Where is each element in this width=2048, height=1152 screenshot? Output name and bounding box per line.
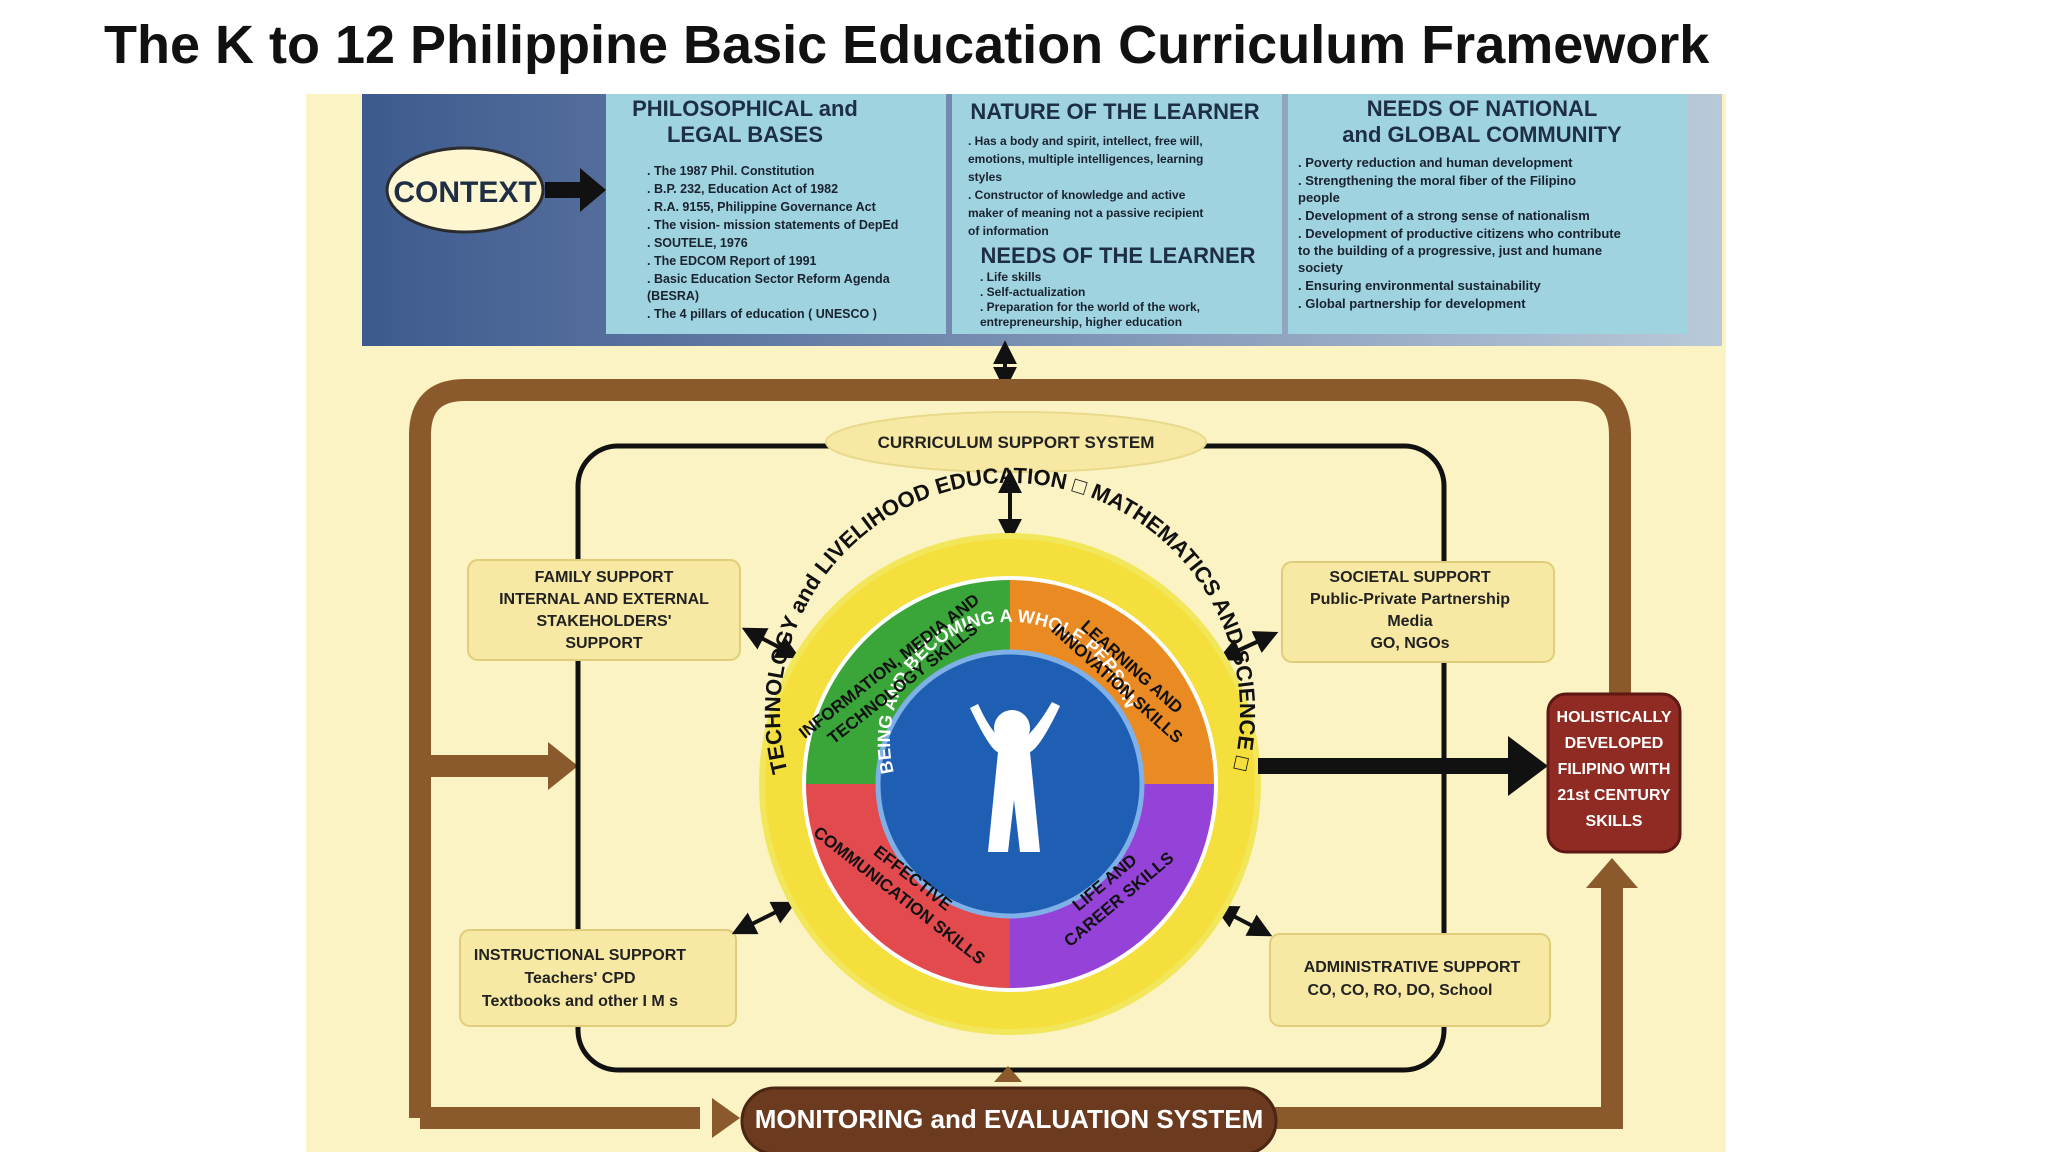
philosophical-item: . B.P. 232, Education Act of 1982 [647,182,838,196]
context-band: CONTEXT PHILOSOPHICAL and LEGAL BASES . … [362,94,1722,346]
page-title: The K to 12 Philippine Basic Education C… [104,15,1710,75]
context-label: CONTEXT [393,176,536,209]
outcome-line: DEVELOPED [1565,735,1664,752]
curriculum-support-label: CURRICULUM SUPPORT SYSTEM [878,433,1155,452]
monitoring-label: MONITORING and EVALUATION SYSTEM [755,1104,1263,1134]
nature-item: styles [968,170,1002,184]
family-line: SUPPORT [565,635,643,652]
instructional-arrow [731,901,797,935]
societal-arrow [1217,631,1279,661]
outcome-line: HOLISTICALLY [1557,709,1672,726]
national-item: . Poverty reduction and human developmen… [1298,155,1573,170]
philosophical-item: . Basic Education Sector Reform Agenda [647,272,891,286]
left-entry-arrowhead [548,742,578,790]
outcome-line: FILIPINO WITH [1558,761,1671,778]
nature-item: emotions, multiple intelligences, learni… [968,152,1203,166]
administrative-line: CO, CO, RO, DO, School [1308,982,1493,999]
needs-learner-item: . Self-actualization [980,285,1085,299]
nature-heading: NATURE OF THE LEARNER [970,99,1259,124]
societal-line: SOCIETAL SUPPORT [1329,569,1490,586]
philosophical-item: (BESRA) [647,289,699,303]
administrative-arrow [1213,905,1273,937]
national-needs-box [1288,94,1688,334]
philosophical-item: . The vision- mission statements of DepE… [647,218,898,232]
societal-line: Media [1387,613,1432,630]
outcome-line: 21st CENTURY [1557,787,1671,804]
monitoring-up-arrowhead [994,1066,1022,1082]
instructional-line: Teachers' CPD [524,970,635,987]
needs-learner-item: entrepreneurship, higher education [980,315,1182,329]
societal-line: GO, NGOs [1370,635,1449,652]
family-line: FAMILY SUPPORT [535,569,674,586]
monitoring-box: MONITORING and EVALUATION SYSTEM [740,1086,1278,1152]
national-item: society [1298,260,1344,275]
family-support-box: FAMILY SUPPORT INTERNAL AND EXTERNAL STA… [467,559,741,661]
outcome-box: HOLISTICALLY DEVELOPED FILIPINO WITH 21s… [1546,692,1682,854]
family-arrow [741,627,801,659]
needs-learner-heading: NEEDS OF THE LEARNER [980,243,1255,268]
philosophical-box [606,94,946,334]
philosophical-item: . R.A. 9155, Philippine Governance Act [647,200,877,214]
national-item: . Development of a strong sense of natio… [1298,208,1590,223]
national-heading-1: NEEDS OF NATIONAL [1367,96,1598,121]
instructional-line: Textbooks and other I M s [482,993,678,1010]
societal-support-box: SOCIETAL SUPPORT Public-Private Partners… [1281,561,1555,663]
societal-line: Public-Private Partnership [1310,591,1510,608]
nature-item: of information [968,224,1049,238]
instructional-support-box: INSTRUCTIONAL SUPPORT Teachers' CPD Text… [459,929,737,1027]
family-line: INTERNAL AND EXTERNAL [499,591,709,608]
philosophical-heading-1: PHILOSOPHICAL and [632,96,858,121]
philosophical-item: . SOUTELE, 1976 [647,236,748,250]
frame-up-arrowhead [1586,858,1638,888]
instructional-line: INSTRUCTIONAL SUPPORT [474,947,686,964]
administrative-support-box: ADMINISTRATIVE SUPPORT CO, CO, RO, DO, S… [1269,933,1551,1027]
nature-item: . Constructor of knowledge and active [968,188,1186,202]
feedback-loop-frame [409,379,1631,1118]
needs-learner-item: . Life skills [980,270,1042,284]
national-item: people [1298,190,1340,205]
frame-bottom-right [1270,880,1623,1129]
context-arrow [545,168,606,212]
needs-learner-item: . Preparation for the world of the work, [980,300,1200,314]
outcome-arrowhead [1508,736,1548,796]
philosophical-item: . The 1987 Phil. Constitution [647,164,814,178]
national-item: . Ensuring environmental sustainability [1298,278,1541,293]
nature-item: maker of meaning not a passive recipient [968,206,1203,220]
outcome-line: SKILLS [1586,813,1643,830]
learner-box [952,94,1282,334]
whole-person-icon [970,702,1060,852]
context-oval [385,146,545,234]
administrative-line: ADMINISTRATIVE SUPPORT [1304,959,1521,976]
national-item: . Strengthening the moral fiber of the F… [1298,173,1576,188]
philosophical-heading-2: LEGAL BASES [667,122,823,147]
national-heading-2: and GLOBAL COMMUNITY [1342,122,1622,147]
philosophical-item: . The 4 pillars of education ( UNESCO ) [647,307,877,321]
monitoring-arrowhead [712,1098,740,1138]
nature-item: . Has a body and spirit, intellect, free… [968,134,1203,148]
national-item: . Development of productive citizens who… [1298,226,1621,241]
national-item: . Global partnership for development [1298,296,1526,311]
national-item: to the building of a progressive, just a… [1298,243,1602,258]
philosophical-item: . The EDCOM Report of 1991 [647,254,817,268]
family-line: STAKEHOLDERS' [536,613,671,630]
